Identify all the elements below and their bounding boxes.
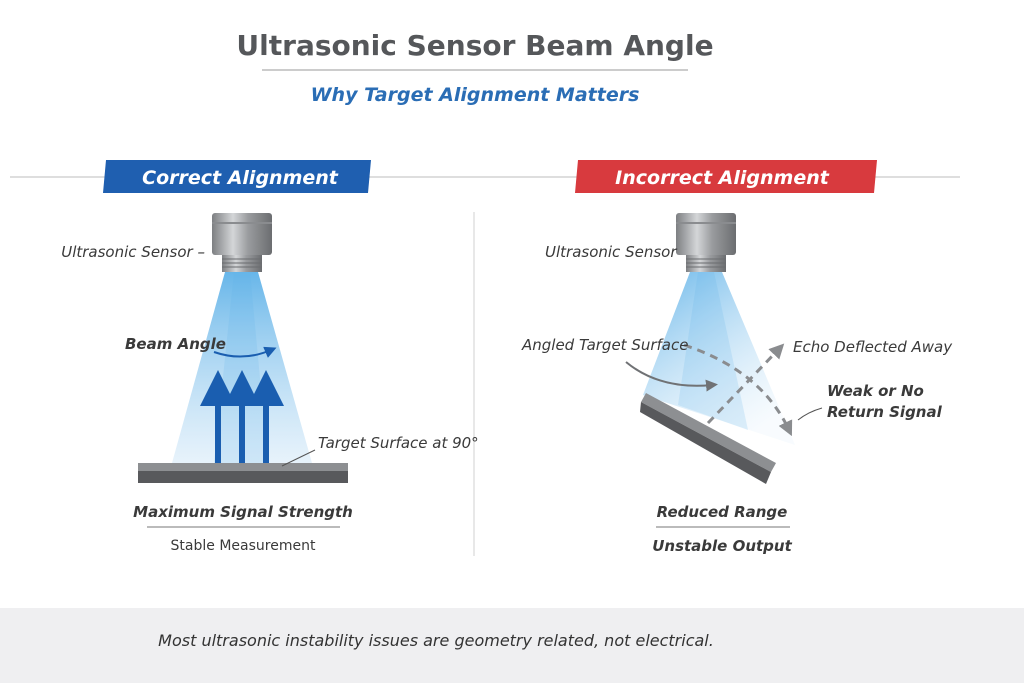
- echo-deflected-label: Echo Deflected Away: [793, 338, 953, 356]
- weak-signal-label-line1: Weak or No: [827, 382, 924, 400]
- echo-deflected-dashed-arrow: [706, 343, 785, 425]
- beam-cone: [643, 272, 795, 445]
- angled-target-plate: [640, 393, 776, 484]
- return-signal-arrows: [200, 370, 284, 468]
- weak-signal-leader: [797, 407, 823, 421]
- target-plate: [138, 463, 348, 483]
- weak-signal-label-line2: Return Signal: [827, 403, 943, 421]
- beam-cone: [172, 272, 312, 463]
- correct-banner-label: Correct Alignment: [142, 167, 339, 189]
- incorrect-banner-label: Incorrect Alignment: [615, 167, 830, 189]
- angled-target-arrow-icon: [625, 361, 718, 392]
- beam-core: [214, 272, 268, 463]
- footer-note: Most ultrasonic instability issues are g…: [158, 631, 714, 650]
- weak-return-dashed-arrow: [683, 343, 793, 437]
- correct-result-subtitle: Stable Measurement: [171, 538, 316, 554]
- beam-core: [678, 272, 748, 430]
- ultrasonic-sensor-icon: [212, 213, 272, 272]
- target-leader-line: [281, 449, 316, 467]
- correct-result-title: Maximum Signal Strength: [133, 503, 353, 521]
- footer-band: [0, 608, 1024, 683]
- page-title: Ultrasonic Sensor Beam Angle: [236, 29, 713, 62]
- incorrect-alignment-banner: Incorrect Alignment: [575, 160, 877, 193]
- angled-target-label: Angled Target Surface: [521, 336, 688, 354]
- beam-angle-label: Beam Angle: [125, 335, 226, 353]
- incorrect-result-title: Reduced Range: [657, 503, 788, 521]
- sensor-label: Ultrasonic Sensor –: [61, 243, 205, 261]
- page-subtitle: Why Target Alignment Matters: [311, 84, 640, 106]
- target-surface-label: Target Surface at 90°: [318, 434, 479, 452]
- incorrect-result-subtitle: Unstable Output: [652, 537, 792, 555]
- ultrasonic-sensor-icon: [676, 213, 736, 272]
- beam-angle-arrow-icon: [213, 346, 277, 358]
- sensor-label: Ultrasonic Sensor: [545, 243, 677, 261]
- correct-alignment-banner: Correct Alignment: [103, 160, 371, 193]
